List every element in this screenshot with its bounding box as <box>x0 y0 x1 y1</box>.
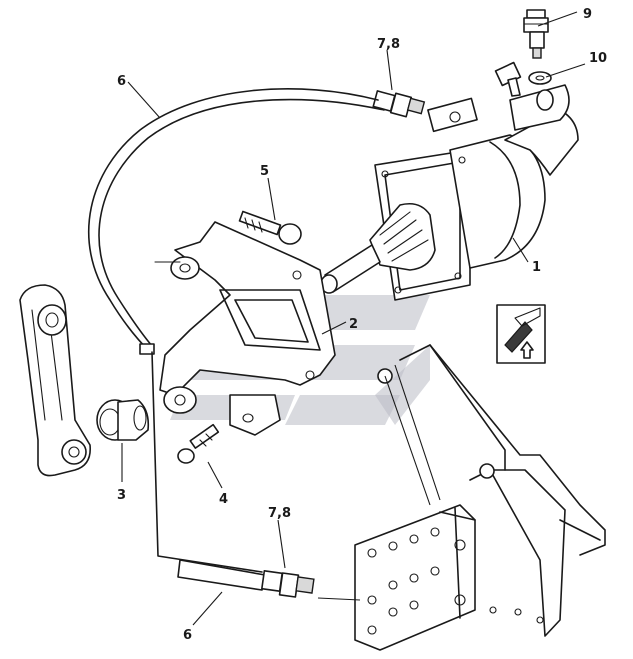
callout-6-upper: 6 <box>117 74 126 89</box>
callout-7-8-upper: 7,8 <box>377 37 400 52</box>
direction-arrow-icon <box>496 304 546 364</box>
hose-fitting-lower-part-7-8 <box>261 570 315 598</box>
bolt-part-5 <box>238 210 302 245</box>
callout-9: 9 <box>583 7 592 22</box>
callout-4: 4 <box>219 492 228 507</box>
callout-2: 2 <box>349 317 358 332</box>
perforated-mount-plate <box>354 504 476 651</box>
rubber-boot-part-3 <box>96 399 150 441</box>
callout-7-8-lower: 7,8 <box>268 506 291 521</box>
clutch-pedal-lever <box>19 284 92 477</box>
clutch-servo-cylinder <box>320 61 579 301</box>
callout-1: 1 <box>532 260 541 275</box>
callout-3: 3 <box>117 488 126 503</box>
callout-10: 10 <box>589 51 607 66</box>
washer-part-10 <box>528 71 552 85</box>
callout-5: 5 <box>260 164 269 179</box>
hose-fitting-upper-part-7-8 <box>372 90 426 118</box>
hydraulic-hose-part-6 <box>88 88 379 353</box>
bleeder-screw-part-9 <box>523 9 549 59</box>
mounting-bracket-plate <box>377 344 606 637</box>
bolt-part-4 <box>177 423 220 464</box>
hydraulic-hose-lower-part-6 <box>151 351 263 573</box>
callout-6-lower: 6 <box>183 628 192 643</box>
support-bracket-part-2 <box>154 221 336 436</box>
